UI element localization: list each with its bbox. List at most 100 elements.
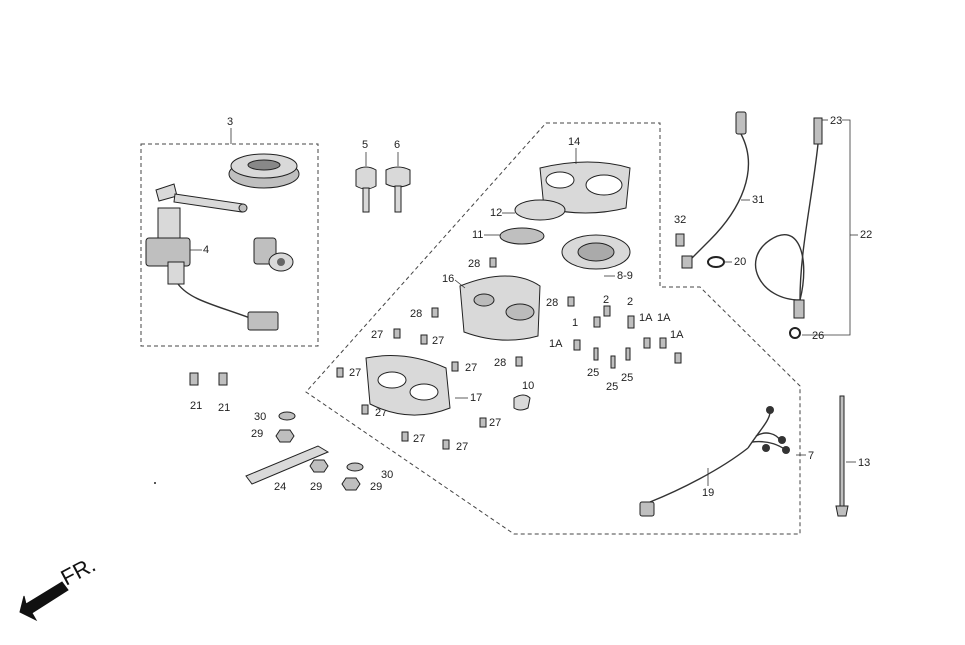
callout-25a: 25 bbox=[587, 367, 599, 379]
screw-27h bbox=[442, 439, 450, 450]
screw-27a bbox=[393, 328, 401, 339]
keys-group: 5 6 bbox=[355, 139, 411, 213]
washer-30a bbox=[278, 411, 296, 421]
meter-cover bbox=[365, 355, 451, 416]
callout-27f: 27 bbox=[489, 417, 501, 429]
callout-27d: 27 bbox=[465, 362, 477, 374]
callout-29b: 29 bbox=[310, 481, 322, 493]
callout-1: 1 bbox=[572, 317, 578, 329]
callout-17: 17 bbox=[470, 392, 482, 404]
ignition-switch-group: 3 4 bbox=[140, 116, 319, 347]
callout-27g: 27 bbox=[413, 433, 425, 445]
stray-dot bbox=[154, 482, 156, 484]
callout-4: 4 bbox=[203, 244, 209, 256]
callout-2a: 2 bbox=[603, 294, 609, 306]
speedometer-dial bbox=[561, 234, 631, 270]
callout-28b: 28 bbox=[546, 297, 558, 309]
speedometer-cable-22 bbox=[754, 117, 823, 339]
key-6-head bbox=[385, 166, 411, 188]
callout-26: 26 bbox=[812, 330, 824, 342]
callout-31: 31 bbox=[752, 194, 764, 206]
nut-29c bbox=[341, 477, 361, 491]
callout-8-9: 8-9 bbox=[617, 270, 633, 282]
callout-19: 19 bbox=[702, 487, 714, 499]
callout-27h: 27 bbox=[456, 441, 468, 453]
screw-27g bbox=[401, 431, 409, 442]
key-5-head bbox=[355, 166, 377, 190]
bulb-25a bbox=[593, 347, 599, 361]
callout-1A-c: 1A bbox=[657, 312, 671, 324]
callout-28a: 28 bbox=[468, 258, 480, 270]
fuel-tank-cap bbox=[228, 153, 300, 189]
callout-6: 6 bbox=[394, 139, 400, 151]
callout-30a: 30 bbox=[254, 411, 266, 423]
callout-21b: 21 bbox=[218, 402, 230, 414]
callout-2b: 2 bbox=[627, 296, 633, 308]
ignition-lock-body bbox=[145, 207, 279, 331]
bolt-21b bbox=[218, 372, 228, 386]
callout-29c: 29 bbox=[370, 481, 382, 493]
nut-29b bbox=[309, 459, 329, 473]
bulb-2b bbox=[627, 315, 635, 329]
seat-lock bbox=[253, 237, 294, 272]
screw-28b bbox=[567, 296, 575, 307]
callout-25c: 25 bbox=[621, 372, 633, 384]
callout-27b: 27 bbox=[432, 335, 444, 347]
meter-panel bbox=[499, 227, 545, 245]
meter-lower-case bbox=[459, 275, 541, 341]
callout-28d: 28 bbox=[494, 357, 506, 369]
front-arrow-icon bbox=[19, 581, 69, 622]
screw-28d bbox=[515, 356, 523, 367]
nut-29a bbox=[275, 429, 295, 443]
callout-11: 11 bbox=[472, 229, 483, 241]
callout-29a: 29 bbox=[251, 428, 263, 440]
ignition-key bbox=[155, 183, 248, 213]
socket-1A-b bbox=[643, 337, 651, 349]
callout-1A-b: 1A bbox=[639, 312, 653, 324]
callout-21a: 21 bbox=[190, 400, 202, 412]
callout-1A-a: 1A bbox=[549, 338, 563, 350]
socket-1A-d bbox=[674, 352, 682, 364]
callout-3: 3 bbox=[227, 116, 233, 128]
callout-16: 16 bbox=[442, 273, 454, 285]
bulb-25b bbox=[610, 355, 616, 369]
bracket-24 bbox=[245, 445, 330, 485]
wire-harness-19 bbox=[639, 406, 790, 517]
callout-22: 22 bbox=[860, 229, 872, 241]
bulb-2a bbox=[603, 305, 611, 317]
callout-32: 32 bbox=[674, 214, 686, 226]
key-5-blade bbox=[362, 187, 370, 213]
callout-5: 5 bbox=[362, 139, 368, 151]
meter-lens bbox=[514, 199, 566, 221]
callout-27a: 27 bbox=[371, 329, 383, 341]
socket-1A-c bbox=[659, 337, 667, 349]
callout-10: 10 bbox=[522, 380, 534, 392]
callout-20: 20 bbox=[734, 256, 746, 268]
socket-1A-a bbox=[573, 339, 581, 351]
callout-23: 23 bbox=[830, 115, 842, 127]
callout-1A-d: 1A bbox=[670, 329, 684, 341]
bulb-25c bbox=[625, 347, 631, 361]
callout-30b: 30 bbox=[381, 469, 393, 481]
bolt-32 bbox=[675, 233, 685, 247]
bolt-21a bbox=[189, 372, 199, 386]
callout-7: 7 bbox=[808, 450, 814, 462]
meter-bracket-10 bbox=[513, 394, 531, 411]
sensor-wire-31 bbox=[681, 111, 750, 269]
screw-28c bbox=[431, 307, 439, 318]
screw-27e bbox=[361, 404, 369, 415]
callout-25b: 25 bbox=[606, 381, 618, 393]
cable-tie-13 bbox=[835, 395, 849, 517]
meter-assembly-boundary bbox=[305, 122, 801, 535]
screw-28a bbox=[489, 257, 497, 268]
screw-27b bbox=[420, 334, 428, 345]
callout-13: 13 bbox=[858, 457, 870, 469]
washer-30b bbox=[346, 462, 364, 472]
callout-12: 12 bbox=[490, 207, 502, 219]
callout-24: 24 bbox=[274, 481, 286, 493]
o-ring-20 bbox=[707, 256, 725, 268]
screw-27f bbox=[479, 417, 487, 428]
callout-28c: 28 bbox=[410, 308, 422, 320]
key-6-blade bbox=[394, 185, 402, 213]
